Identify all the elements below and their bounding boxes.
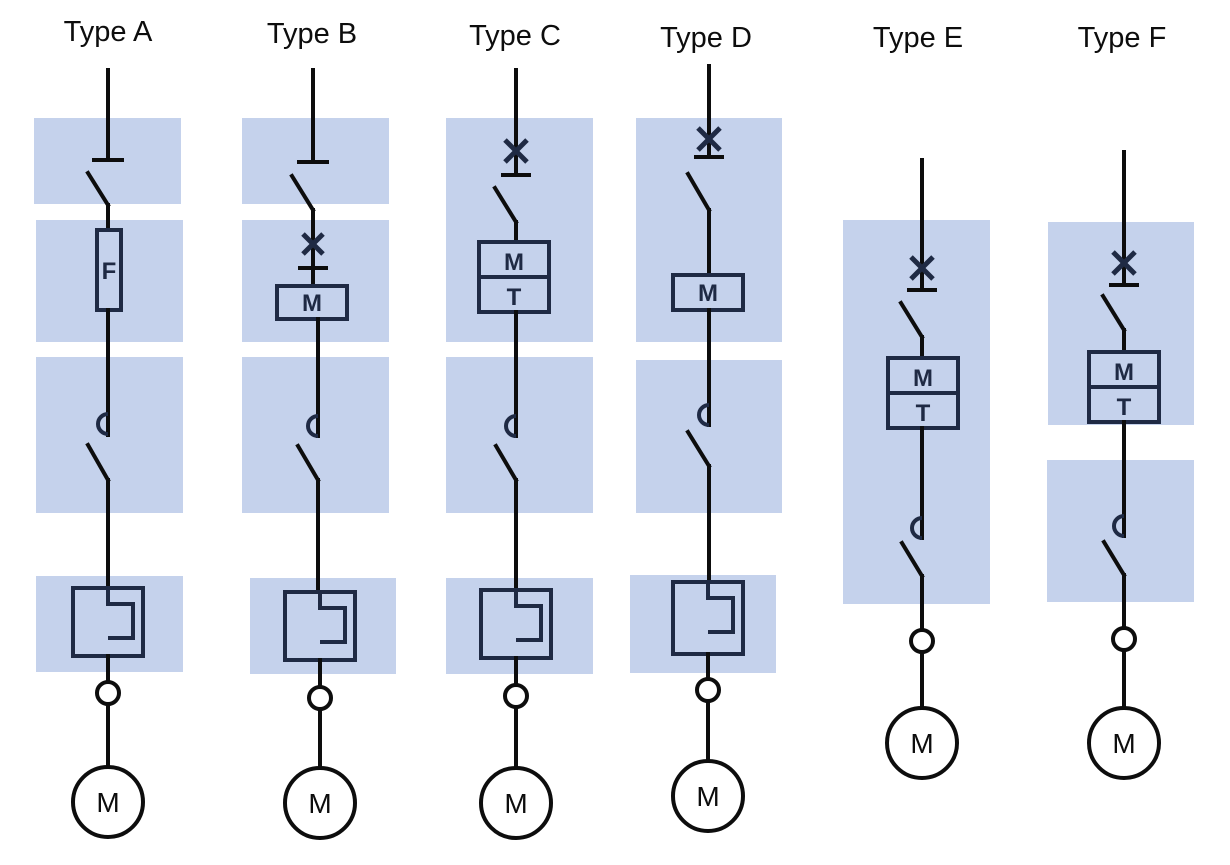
- type-c-contactor-panel: [446, 357, 593, 513]
- type-a-terminal: [95, 680, 121, 706]
- type-b-motor-label: M: [308, 788, 331, 819]
- type-a-isolator-switch: [85, 170, 111, 232]
- type-f-breaker-switch: [1100, 293, 1127, 354]
- type-b-contactor-coil: M: [275, 284, 349, 321]
- type-f-motor-label: M: [1112, 728, 1135, 759]
- type-c-motor: M: [479, 766, 553, 840]
- type-e-breaker-switch: [898, 300, 925, 360]
- type-f-column: M T M: [1047, 150, 1194, 780]
- type-a-motor: M: [71, 765, 145, 839]
- type-d-title: Type D: [660, 22, 752, 54]
- type-b-column: M M: [242, 68, 396, 840]
- type-c-circuit-breaker: [501, 138, 531, 177]
- type-d-breaker-switch: [685, 171, 712, 277]
- type-d-circuit-breaker: [694, 126, 724, 159]
- type-a-motor-label: M: [96, 787, 119, 818]
- type-f-overload-label: T: [1117, 394, 1132, 421]
- type-b-circuit-breaker: [298, 232, 328, 270]
- type-c-column: M T M: [446, 68, 593, 840]
- type-c-breaker-switch: [492, 185, 519, 244]
- type-b-terminal: [307, 685, 333, 711]
- type-e-contactor: [899, 516, 925, 579]
- type-e-motor: M: [885, 706, 959, 780]
- type-f-contactor-panel: [1047, 460, 1194, 602]
- type-c-contactor: [493, 414, 519, 483]
- type-f-motor: M: [1087, 706, 1161, 780]
- type-c-overload-label: T: [507, 284, 522, 311]
- type-d-motor-label: M: [696, 781, 719, 812]
- type-d-overload-panel: [630, 575, 776, 673]
- type-b-contactor-label: M: [302, 290, 322, 317]
- type-d-column: M M: [630, 64, 782, 833]
- type-e-motor-label: M: [910, 728, 933, 759]
- type-e-combined-panel: [843, 220, 990, 604]
- type-e-contactor-label: M: [913, 365, 933, 392]
- type-d-motor: M: [671, 759, 745, 833]
- type-c-motor-label: M: [504, 788, 527, 819]
- type-f-title: Type F: [1077, 22, 1167, 54]
- type-a-fuse-label: F: [102, 258, 117, 285]
- type-d-contactor: [685, 403, 712, 469]
- type-f-circuit-breaker: [1109, 250, 1139, 287]
- type-f-contactor: [1101, 514, 1127, 578]
- type-a-contactor: [85, 412, 111, 483]
- type-b-contactor: [295, 414, 321, 483]
- type-e-column: M T M: [843, 158, 990, 780]
- type-c-title: Type C: [469, 20, 561, 52]
- type-c-contactor-label: M: [504, 249, 524, 276]
- type-b-title: Type B: [266, 18, 358, 50]
- type-f-contactor-overload-unit: M T: [1087, 350, 1161, 424]
- type-d-contactor-label: M: [698, 280, 718, 307]
- type-e-title: Type E: [872, 22, 964, 54]
- type-f-terminal: [1111, 626, 1137, 652]
- type-b-motor: M: [283, 766, 357, 840]
- type-a-title: Type A: [63, 16, 153, 48]
- type-a-column: F M: [34, 68, 183, 839]
- type-b-isolator-switch: [289, 173, 316, 288]
- type-e-circuit-breaker: [907, 255, 937, 292]
- type-f-contactor-label: M: [1114, 359, 1134, 386]
- type-d-terminal: [695, 677, 721, 703]
- type-c-terminal: [503, 683, 529, 709]
- type-e-overload-label: T: [916, 400, 931, 427]
- type-e-terminal: [909, 628, 935, 654]
